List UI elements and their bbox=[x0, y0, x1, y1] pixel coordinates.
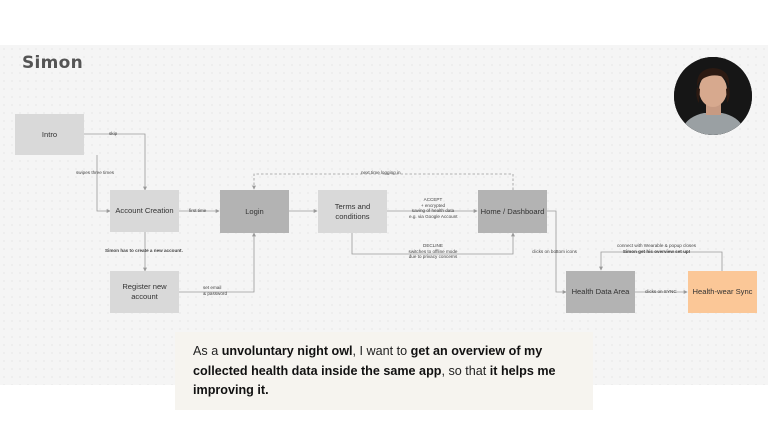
avatar bbox=[674, 57, 752, 135]
label-set-email: set email & password bbox=[203, 285, 228, 296]
label-clicks-bottom-icons: clicks on bottom icons bbox=[532, 249, 577, 254]
edge-swipes bbox=[96, 155, 111, 213]
label-clicks-sync: clicks on SYNC bbox=[645, 289, 677, 294]
edge-skip bbox=[84, 133, 147, 191]
node-health-wear-sync: Health-wear Sync bbox=[688, 271, 757, 313]
label-first-time: first time bbox=[189, 208, 207, 213]
edge-connect bbox=[599, 251, 723, 271]
node-login: Login bbox=[220, 190, 289, 233]
label-next-time: next time logging in bbox=[361, 170, 401, 175]
label-connect-wearable: connect with Wearable & popup closes Sim… bbox=[617, 243, 697, 254]
node-health-data-area: Health Data Area bbox=[566, 271, 635, 313]
persona-name: Simon bbox=[22, 53, 84, 73]
label-swipes: swipes three times bbox=[76, 170, 115, 175]
label-simon-create-account: Simon has to create a new account. bbox=[105, 248, 183, 253]
label-accept: ACCEPT + encrypted saving of health data… bbox=[409, 197, 458, 219]
edge-set-email bbox=[179, 232, 256, 293]
node-intro: Intro bbox=[15, 114, 84, 155]
edge-decline bbox=[351, 232, 515, 255]
node-terms: Terms and conditions bbox=[318, 190, 387, 233]
label-skip: skip bbox=[109, 131, 118, 136]
edge-next-time bbox=[252, 173, 514, 190]
node-register: Register new account bbox=[110, 271, 179, 313]
label-decline: DECLINE switches to offline mode due to … bbox=[408, 243, 458, 260]
edge-bottom-icons bbox=[547, 210, 567, 294]
user-story: As a unvoluntary night owl, I want to ge… bbox=[175, 332, 593, 410]
node-account-creation: Account Creation bbox=[110, 190, 179, 232]
node-home-dashboard: Home / Dashboard bbox=[478, 190, 547, 233]
